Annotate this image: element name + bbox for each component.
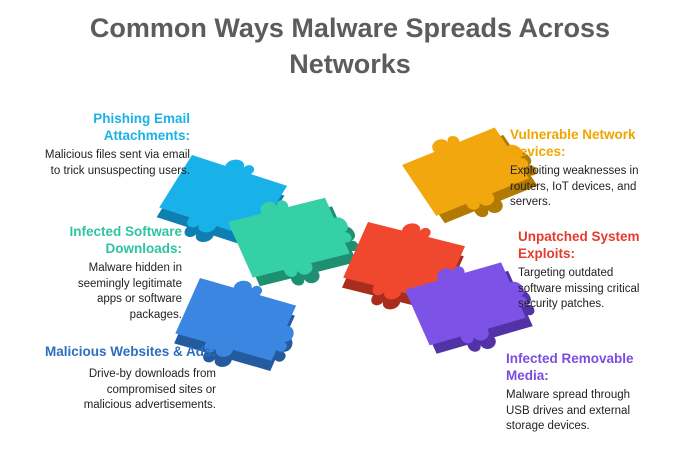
- desc-line: Malware spread through: [506, 389, 631, 401]
- page-title: Common Ways Malware Spreads Across Netwo…: [0, 10, 700, 82]
- heading-line: Malicious Websites & Ads:: [44, 344, 216, 359]
- heading-line: Phishing Email: [93, 111, 190, 126]
- desc-line: malicious advertisements.: [83, 399, 216, 411]
- item-software-downloads: Infected Software Downloads: Malware hid…: [20, 223, 182, 323]
- desc-line: packages.: [129, 308, 182, 321]
- item-malicious-websites: Malicious Websites & Ads: Drive-by downl…: [20, 343, 216, 414]
- desc-line: compromised sites or: [106, 383, 216, 396]
- desc-line: seemingly legitimate: [77, 277, 182, 290]
- item-heading: Infected Removable Media:: [506, 350, 690, 384]
- item-heading: Vulnerable Network Devices:: [510, 126, 690, 160]
- title-line-2: Networks: [289, 49, 411, 79]
- desc-line: Drive-by downloads from: [88, 368, 216, 380]
- desc-line: apps or software: [96, 293, 182, 305]
- desc-line: storage devices.: [506, 420, 590, 432]
- item-heading: Unpatched System Exploits:: [518, 228, 690, 262]
- item-heading: Phishing Email Attachments:: [20, 110, 190, 144]
- heading-line: Attachments:: [103, 128, 190, 143]
- item-description: Malware spread through USB drives and ex…: [506, 388, 690, 435]
- heading-line: Unpatched System: [518, 229, 640, 244]
- desc-line: Malicious files sent via email: [44, 149, 190, 161]
- heading-line: Infected Removable: [506, 351, 634, 366]
- heading-line: Infected Software: [69, 224, 182, 239]
- desc-line: USB drives and external: [506, 404, 631, 417]
- desc-line: Exploiting weaknesses in: [510, 165, 639, 177]
- heading-line: Media:: [506, 368, 549, 383]
- desc-line: routers, IoT devices, and: [510, 180, 637, 193]
- heading-line: Exploits:: [518, 246, 576, 261]
- desc-line: Malware hidden in: [88, 262, 182, 274]
- item-heading: Malicious Websites & Ads:: [20, 343, 216, 360]
- item-heading: Infected Software Downloads:: [20, 223, 182, 257]
- item-description: Exploiting weaknesses in routers, IoT de…: [510, 164, 690, 211]
- desc-line: security patches.: [518, 298, 605, 310]
- item-network-devices: Vulnerable Network Devices: Exploiting w…: [510, 126, 690, 211]
- item-description: Malware hidden in seemingly legitimate a…: [20, 261, 182, 323]
- item-removable-media: Infected Removable Media: Malware spread…: [506, 350, 690, 435]
- heading-line: Downloads:: [105, 241, 183, 256]
- desc-line: Targeting outdated: [518, 267, 614, 279]
- desc-line: software missing critical: [518, 282, 640, 295]
- item-description: Targeting outdated software missing crit…: [518, 266, 690, 313]
- heading-line: Vulnerable Network: [510, 127, 636, 142]
- heading-line: Devices:: [510, 144, 566, 159]
- desc-line: to trick unsuspecting users.: [50, 164, 190, 177]
- item-unpatched-exploits: Unpatched System Exploits: Targeting out…: [518, 228, 690, 313]
- title-line-1: Common Ways Malware Spreads Across: [89, 13, 611, 43]
- item-description: Drive-by downloads from compromised site…: [20, 367, 216, 414]
- desc-line: servers.: [510, 196, 551, 208]
- item-phishing: Phishing Email Attachments: Malicious fi…: [20, 110, 190, 179]
- item-description: Malicious files sent via email to trick …: [20, 148, 190, 179]
